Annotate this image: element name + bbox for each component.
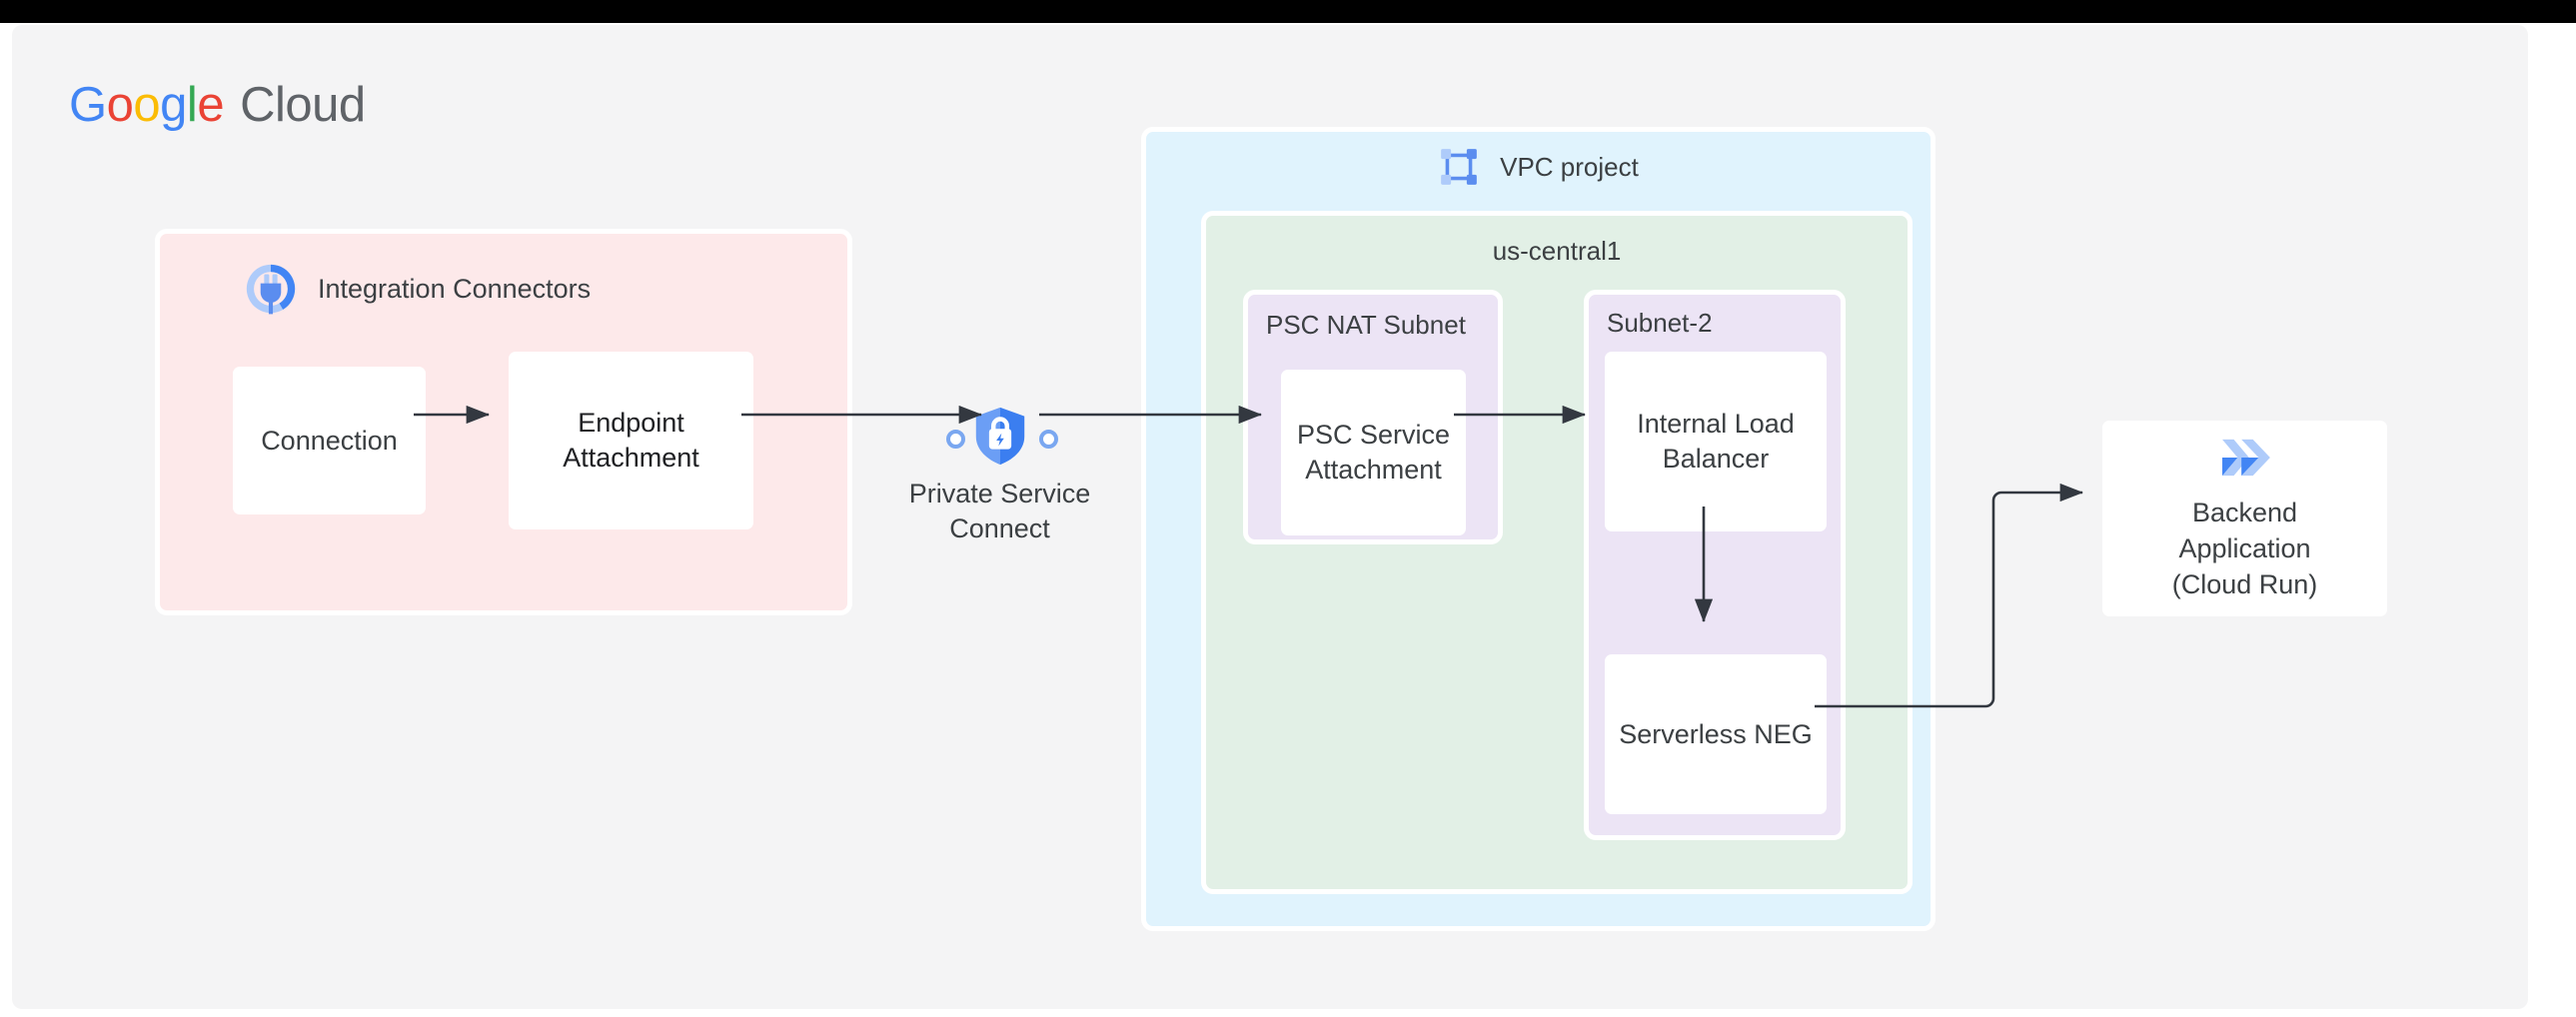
backend-application-line3: (Cloud Run)	[2171, 569, 2318, 599]
integration-connectors-icon	[242, 260, 300, 318]
group-label-psc-nat-subnet: PSC NAT Subnet	[1266, 310, 1466, 340]
group-label-region: us-central1	[1492, 236, 1622, 266]
backend-application-line2: Application	[2178, 533, 2311, 563]
node-connection-label: Connection	[261, 425, 398, 456]
top-black-band	[0, 0, 2576, 23]
group-label-integration-connectors: Integration Connectors	[318, 274, 592, 304]
psc-connector-dot-right	[1039, 430, 1058, 449]
endpoint-attachment-line1: Endpoint	[578, 408, 684, 438]
node-psc-service-attachment[interactable]: PSC Service Attachment	[1281, 370, 1466, 535]
endpoint-attachment-line2: Attachment	[563, 443, 699, 473]
node-psc-service-attachment-label: PSC Service Attachment	[1297, 418, 1450, 488]
node-backend-application[interactable]: Backend Application (Cloud Run)	[2102, 421, 2387, 616]
logo-letter-o2: o	[133, 78, 161, 132]
private-service-connect-caption: Private Service Connect	[909, 477, 1091, 546]
node-endpoint-attachment[interactable]: Endpoint Attachment	[509, 352, 753, 529]
psc-caption-line2: Connect	[949, 513, 1050, 543]
logo-letter-e: e	[197, 78, 225, 132]
cloud-run-icon	[2216, 436, 2274, 494]
logo-letter-l: l	[186, 78, 198, 132]
node-serverless-neg[interactable]: Serverless NEG	[1605, 654, 1827, 814]
vpc-network-icon	[1438, 146, 1480, 188]
node-connection[interactable]: Connection	[233, 367, 426, 514]
ilb-line1: Internal Load	[1637, 409, 1795, 439]
backend-application-line1: Backend	[2191, 498, 2298, 527]
psc-caption-line1: Private Service	[908, 479, 1091, 508]
node-serverless-neg-label: Serverless NEG	[1619, 718, 1813, 749]
logo-word-cloud: Cloud	[240, 78, 366, 132]
logo-letter-g1: G	[69, 78, 107, 132]
node-internal-load-balancer-label: Internal Load Balancer	[1637, 407, 1795, 477]
integration-connectors-header: Integration Connectors	[242, 260, 591, 318]
node-internal-load-balancer[interactable]: Internal Load Balancer	[1605, 352, 1827, 531]
node-endpoint-attachment-label: Endpoint Attachment	[563, 406, 699, 476]
shield-lock-icon	[969, 405, 1031, 467]
logo-letter-o1: o	[106, 78, 134, 132]
group-label-subnet-2: Subnet-2	[1607, 308, 1713, 338]
vpc-title-row: VPC project	[1146, 146, 1931, 188]
node-private-service-connect[interactable]: Private Service Connect	[897, 405, 1102, 546]
psc-service-attachment-line1: PSC Service	[1296, 420, 1451, 450]
ilb-line2: Balancer	[1662, 444, 1770, 474]
logo-letter-g2: g	[160, 78, 187, 132]
psc-connector-dot-left	[946, 430, 965, 449]
psc-service-attachment-line2: Attachment	[1305, 455, 1442, 485]
group-label-vpc-project: VPC project	[1500, 152, 1639, 182]
